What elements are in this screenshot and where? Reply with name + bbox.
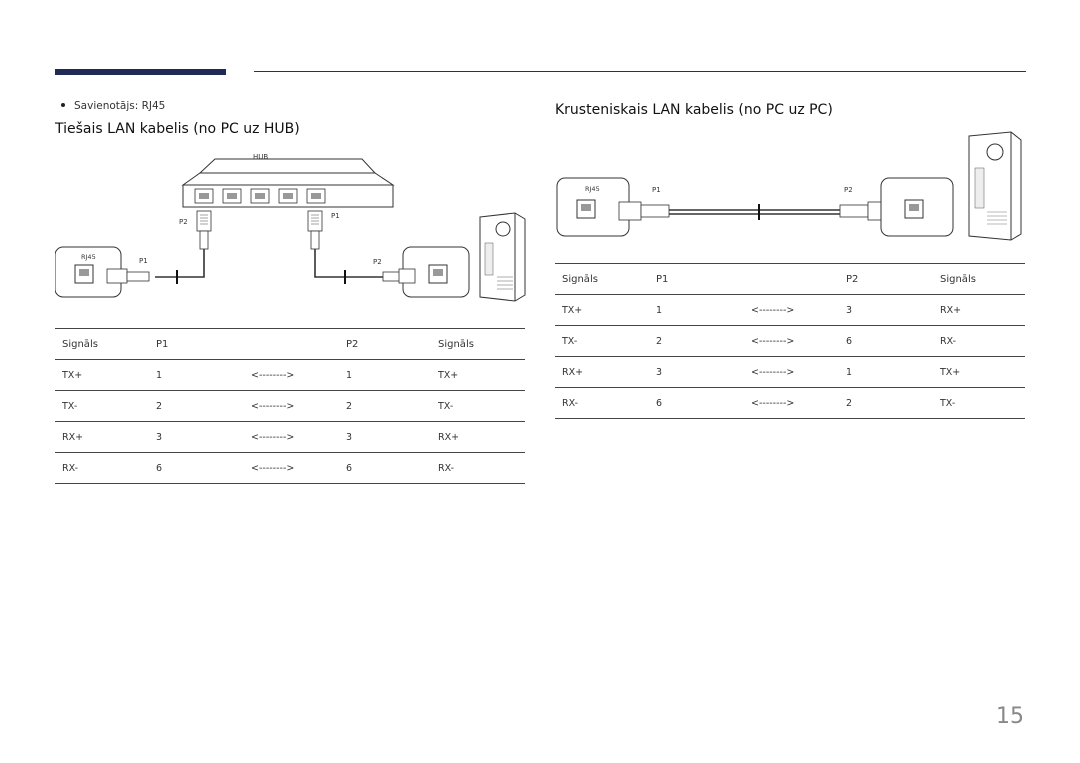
table-cell: 1 — [839, 356, 933, 388]
table-cell: 2 — [149, 390, 244, 422]
table-cell: RX- — [55, 452, 149, 484]
col-header: P1 — [649, 263, 744, 295]
rj45-label: RJ45 — [81, 253, 96, 261]
table-cell: TX- — [55, 390, 149, 422]
pc-p1-label: P1 — [139, 257, 148, 265]
col-header: Signāls — [55, 328, 149, 360]
table-cell: RX- — [933, 325, 1025, 357]
table-cell: 3 — [649, 356, 744, 388]
pc-tower-icon — [479, 212, 526, 302]
page-number: 15 — [996, 704, 1024, 729]
pc-p2-label: P2 — [373, 258, 382, 266]
rj45-plug-icon — [196, 210, 323, 250]
table-cell: 2 — [339, 390, 431, 422]
rj45-plug-icon — [618, 201, 670, 221]
col-header: P2 — [339, 328, 431, 360]
table-cell: RX- — [555, 387, 649, 419]
table-cell: <--------> — [244, 390, 339, 422]
col-header: Signāls — [933, 263, 1025, 295]
table-cell: <--------> — [244, 452, 339, 484]
col-header: P2 — [839, 263, 933, 295]
table-cell: 6 — [649, 387, 744, 419]
table-header-row: Signāls P1 P2 Signāls — [55, 328, 525, 360]
table-cell: 3 — [339, 421, 431, 453]
table-cell: 3 — [839, 294, 933, 326]
table-cell: 1 — [149, 359, 244, 391]
crossover-cable-diagram: RJ45 P1 P2 — [556, 131, 1022, 241]
rj45-label: RJ45 — [585, 185, 600, 193]
table-cell: RX+ — [933, 294, 1025, 326]
pc-tower-icon — [968, 131, 1022, 241]
col-header: Signāls — [555, 263, 649, 295]
p2-label: P2 — [844, 186, 853, 194]
table-cell: 6 — [339, 452, 431, 484]
table-cell: TX+ — [933, 356, 1025, 388]
hub-p2-label: P2 — [179, 218, 188, 226]
table-cell: RX+ — [555, 356, 649, 388]
table-cell: <--------> — [244, 421, 339, 453]
col-header: Signāls — [431, 328, 525, 360]
rj45-plug-icon — [382, 268, 416, 284]
table-cell: <--------> — [744, 356, 839, 388]
table-header-row: Signāls P1 P2 Signāls — [555, 263, 1025, 295]
col-header: P1 — [149, 328, 244, 360]
table-cell: 3 — [149, 421, 244, 453]
table-cell: <--------> — [244, 359, 339, 391]
hub-icon — [181, 158, 395, 208]
header-accent-bar — [55, 69, 226, 75]
table-cell: TX+ — [555, 294, 649, 326]
rj45-plug-icon — [106, 268, 150, 284]
table-cell: 6 — [839, 325, 933, 357]
hub-label: HUB — [253, 153, 268, 161]
straight-cable-diagram: HUB P2 P1 RJ45 P1 P2 — [55, 153, 526, 302]
table-cell: <--------> — [744, 294, 839, 326]
p1-label: P1 — [652, 186, 661, 194]
table-cell: 1 — [339, 359, 431, 391]
table-cell: TX+ — [431, 359, 525, 391]
right-section-title: Krusteniskais LAN kabelis (no PC uz PC) — [555, 102, 833, 118]
table-cell: 6 — [149, 452, 244, 484]
table-cell: <--------> — [744, 387, 839, 419]
left-section-title: Tiešais LAN kabelis (no PC uz HUB) — [55, 121, 300, 137]
table-cell: 1 — [649, 294, 744, 326]
table-cell: 2 — [649, 325, 744, 357]
bullet-icon — [61, 103, 65, 107]
table-cell: RX+ — [431, 421, 525, 453]
table-cell: TX+ — [55, 359, 149, 391]
connector-note-text: Savienotājs: RJ45 — [74, 100, 166, 112]
col-header — [744, 263, 839, 295]
table-cell: TX- — [431, 390, 525, 422]
table-cell: TX- — [555, 325, 649, 357]
table-cell: 2 — [839, 387, 933, 419]
header-rule — [254, 71, 1026, 72]
hub-p1-label: P1 — [331, 212, 340, 220]
table-cell: RX- — [431, 452, 525, 484]
connector-note: Savienotājs: RJ45 — [61, 100, 165, 112]
table-cell: TX- — [933, 387, 1025, 419]
table-cell: <--------> — [744, 325, 839, 357]
table-cell: RX+ — [55, 421, 149, 453]
col-header — [244, 328, 339, 360]
